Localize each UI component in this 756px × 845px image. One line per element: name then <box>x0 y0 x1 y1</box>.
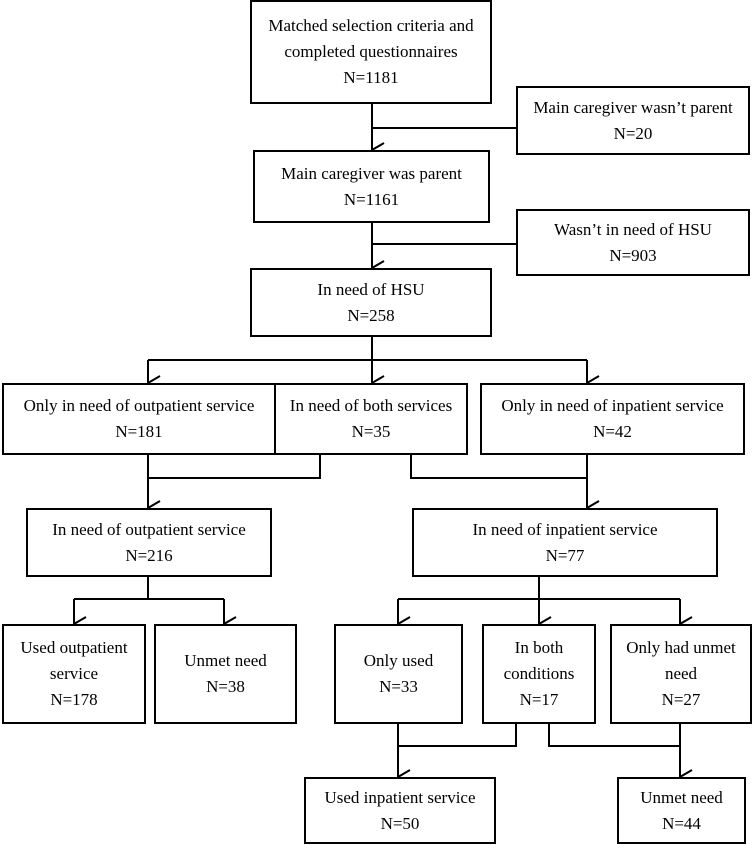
node-only-inpatient: Only in need of inpatient service N=42 <box>480 383 745 455</box>
node-need-inpatient: In need of inpatient service N=77 <box>412 508 718 577</box>
node-need-outpatient: In need of outpatient service N=216 <box>26 508 272 577</box>
connector-both-to-outpatient <box>148 455 321 479</box>
node-not-parent: Main caregiver wasn’t parent N=20 <box>516 86 750 155</box>
node-unmet-out: Unmet need N=38 <box>154 624 297 724</box>
connector-both-to-inpatient <box>410 455 587 479</box>
node-both-services: In need of both services N=35 <box>274 383 468 455</box>
node-only-used: Only used N=33 <box>334 624 463 724</box>
node-need-hsu: In need of HSU N=258 <box>250 268 492 337</box>
connector-both-to-unmet <box>548 724 680 747</box>
node-only-unmet: Only had unmet need N=27 <box>610 624 752 724</box>
node-parent: Main caregiver was parent N=1161 <box>253 150 490 223</box>
node-both-conditions: In both conditions N=17 <box>482 624 596 724</box>
node-unmet-in: Unmet need N=44 <box>617 777 746 844</box>
node-no-need: Wasn’t in need of HSU N=903 <box>516 209 750 276</box>
node-used-inpatient: Used inpatient service N=50 <box>304 777 496 844</box>
node-matched: Matched selection criteria and completed… <box>250 0 492 104</box>
connector-both-to-used <box>398 724 517 747</box>
node-used-outpatient: Used outpatient service N=178 <box>2 624 146 724</box>
node-only-outpatient: Only in need of outpatient service N=181 <box>2 383 276 455</box>
